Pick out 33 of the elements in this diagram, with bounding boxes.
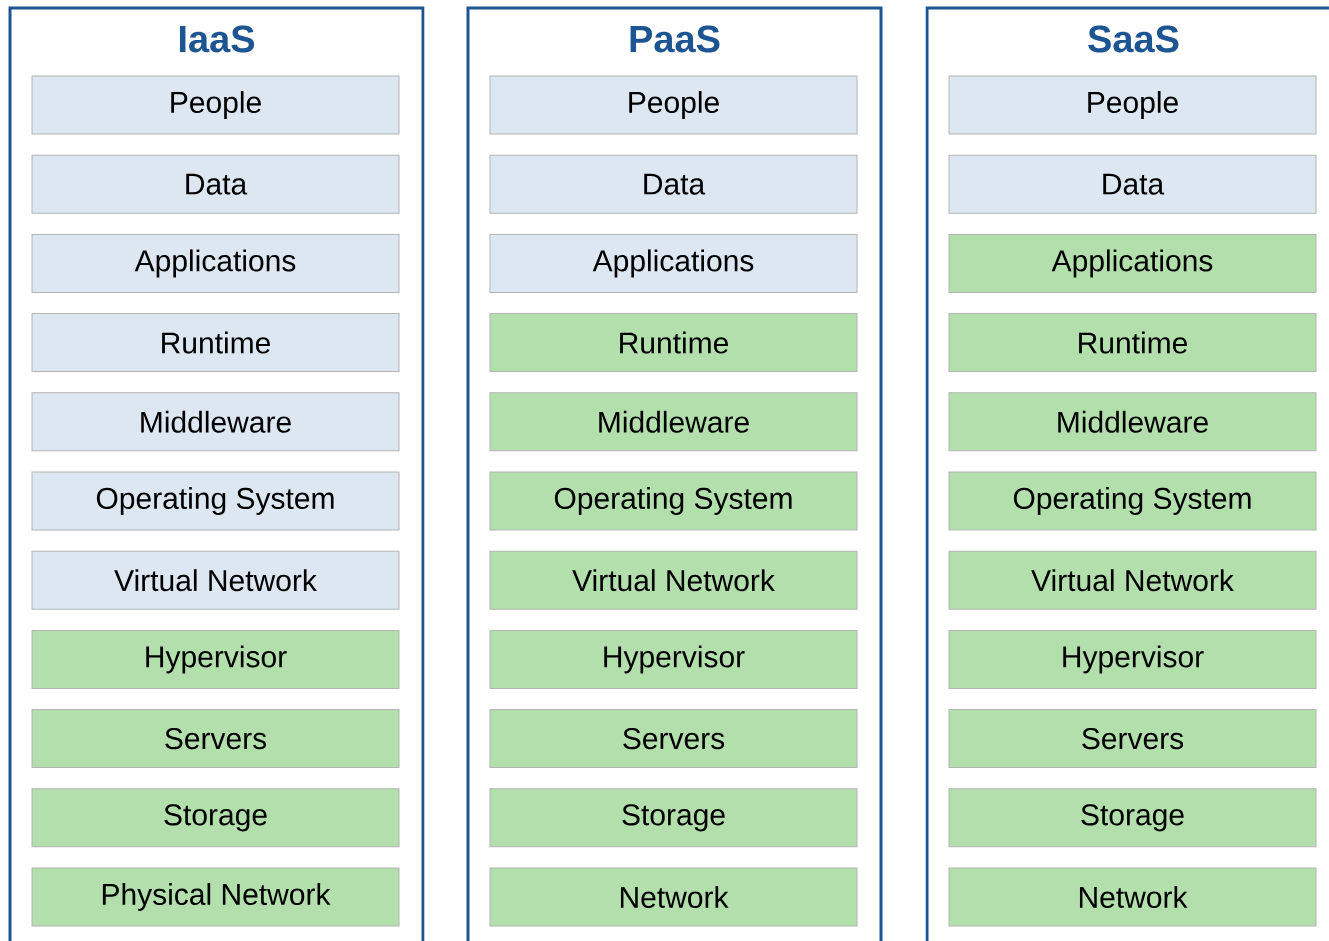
layer-box: Servers — [489, 709, 858, 769]
layer-box: Servers — [31, 709, 400, 769]
layer-box: Storage — [31, 788, 400, 848]
layer-box: People — [31, 75, 400, 135]
layer-box: Virtual Network — [948, 550, 1317, 610]
layer-box: Physical Network — [31, 867, 400, 927]
layer-box: Middleware — [948, 392, 1317, 452]
layer-box: Hypervisor — [31, 629, 400, 689]
layer-box: Applications — [948, 233, 1317, 293]
layer-box: Servers — [948, 709, 1317, 769]
layer-box: Storage — [948, 788, 1317, 848]
layer-box: Middleware — [31, 392, 400, 452]
layer-box: Operating System — [948, 471, 1317, 531]
layer-box: Hypervisor — [948, 629, 1317, 689]
layer-box: People — [948, 75, 1317, 135]
layer-box: Data — [31, 154, 400, 214]
layer-box: Storage — [489, 788, 858, 848]
layer-box: Virtual Network — [489, 550, 858, 610]
layer-box: Runtime — [489, 313, 858, 373]
layer-box: Virtual Network — [31, 550, 400, 610]
layer-box: Runtime — [31, 313, 400, 373]
layer-box: Middleware — [489, 392, 858, 452]
layer-box: Applications — [31, 233, 400, 293]
layer-box: Applications — [489, 233, 858, 293]
layer-box: People — [489, 75, 858, 135]
layer-box: Data — [948, 154, 1317, 214]
layer-box: Network — [489, 867, 858, 927]
layer-box: Operating System — [31, 471, 400, 531]
layer-box: Runtime — [948, 313, 1317, 373]
layer-box: Hypervisor — [489, 629, 858, 689]
layer-box: Data — [489, 154, 858, 214]
layer-box: Operating System — [489, 471, 858, 531]
layer-box: Network — [948, 867, 1317, 927]
